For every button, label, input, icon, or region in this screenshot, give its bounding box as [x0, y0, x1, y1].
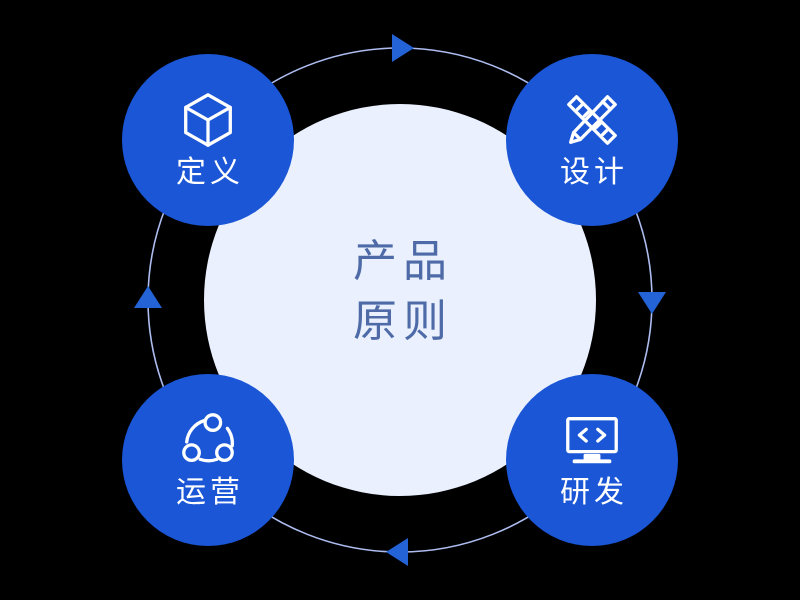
- center-title: 产品 原则: [250, 232, 550, 352]
- arrow-top-icon: [392, 34, 414, 62]
- code-monitor-icon: [561, 409, 623, 471]
- node-dev-label: 研发: [560, 476, 628, 509]
- node-dev[interactable]: 研发: [506, 374, 678, 546]
- center-title-line-2: 原则: [353, 297, 453, 346]
- arrow-left-icon: [134, 286, 162, 308]
- node-define-label: 定义: [176, 156, 244, 189]
- node-define[interactable]: 定义: [122, 54, 294, 226]
- share-nodes-icon: [177, 409, 239, 471]
- pencil-ruler-icon: [561, 89, 623, 151]
- arrow-bottom-icon: [386, 538, 408, 566]
- node-design-label: 设计: [560, 156, 628, 189]
- arrow-right-icon: [638, 292, 666, 314]
- cube-icon: [177, 89, 239, 151]
- node-design[interactable]: 设计: [506, 54, 678, 226]
- center-circle: [204, 104, 596, 496]
- center-title-line-1: 产品: [353, 237, 453, 286]
- node-ops[interactable]: 运营: [122, 374, 294, 546]
- node-ops-label: 运营: [176, 476, 244, 509]
